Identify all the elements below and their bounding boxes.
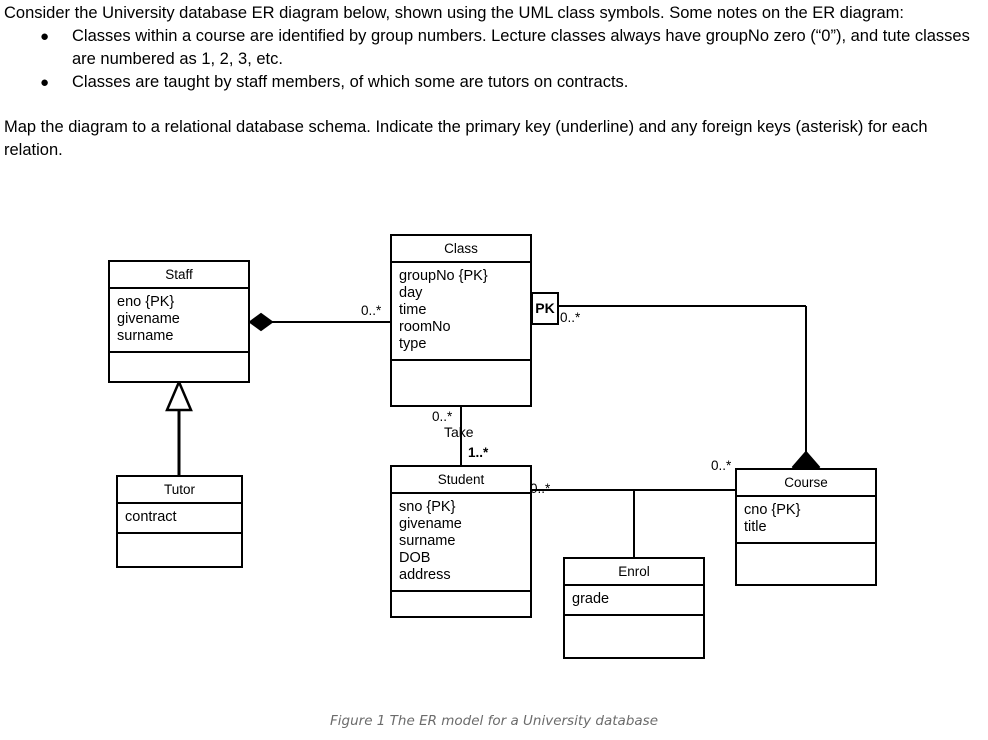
notes-bullet-list: ● Classes within a course are identified… xyxy=(4,25,984,94)
class-operations-class xyxy=(392,361,530,405)
uml-class-course[interactable]: Course cno {PK} title xyxy=(735,468,877,586)
class-title-course: Course xyxy=(737,470,875,497)
attribute-row: day xyxy=(399,285,423,301)
uml-class-class[interactable]: Class groupNo {PK} day time roomNo type xyxy=(390,234,532,407)
bullet-dot-icon: ● xyxy=(40,28,50,45)
attribute-row: roomNo xyxy=(399,319,451,335)
list-item: ● Classes are taught by staff members, o… xyxy=(4,71,984,94)
bullet-dot-icon: ● xyxy=(40,74,50,91)
attribute-row: sno {PK} xyxy=(399,499,456,515)
multiplicity-class-course: 0..* xyxy=(560,310,581,325)
uml-class-tutor[interactable]: Tutor contract xyxy=(116,475,243,568)
class-title-staff: Staff xyxy=(110,262,248,289)
generalization-triangle-icon xyxy=(165,378,193,412)
uml-class-staff[interactable]: Staff eno {PK} givename surname xyxy=(108,260,250,383)
attribute-row: cno {PK} xyxy=(744,502,801,518)
class-attributes-enrol: grade xyxy=(565,586,703,616)
class-attributes-course: cno {PK} title xyxy=(737,497,875,544)
class-title-student: Student xyxy=(392,467,530,494)
uml-class-enrol[interactable]: Enrol grade xyxy=(563,557,705,659)
multiplicity-course-student: 0..* xyxy=(711,458,732,473)
uml-class-student[interactable]: Student sno {PK} givename surname DOB ad… xyxy=(390,465,532,618)
qualifier-box-pk[interactable]: PK xyxy=(531,292,559,325)
multiplicity-student-course: 0..* xyxy=(530,481,551,496)
attribute-row: eno {PK} xyxy=(117,294,175,310)
class-operations-student xyxy=(392,592,530,616)
attribute-row: title xyxy=(744,519,767,535)
class-title-class: Class xyxy=(392,236,530,263)
class-attributes-tutor: contract xyxy=(118,504,241,534)
multiplicity-student-take: 1..* xyxy=(468,445,489,460)
prompt-text-block: Consider the University database ER diag… xyxy=(4,2,984,162)
attribute-row: grade xyxy=(572,591,610,607)
multiplicity-class-take: 0..* xyxy=(432,409,453,424)
attribute-row: type xyxy=(399,336,427,352)
paragraph-spacer xyxy=(4,94,984,116)
er-uml-diagram: Staff eno {PK} givename surname Tutor co… xyxy=(0,214,988,684)
list-item-text: Classes are taught by staff members, of … xyxy=(72,73,629,91)
attribute-row: givename xyxy=(399,516,462,532)
class-title-enrol: Enrol xyxy=(565,559,703,586)
attribute-row: givename xyxy=(117,311,180,327)
attribute-row: contract xyxy=(125,509,177,525)
multiplicity-staff-class: 0..* xyxy=(361,303,382,318)
class-attributes-student: sno {PK} givename surname DOB address xyxy=(392,494,530,592)
figure-caption: Figure 1 The ER model for a University d… xyxy=(330,713,658,729)
attribute-row: surname xyxy=(117,328,174,344)
class-operations-enrol xyxy=(565,616,703,657)
attribute-row: address xyxy=(399,567,451,583)
attribute-row: groupNo {PK} xyxy=(399,268,488,284)
association-name-take: Take xyxy=(444,424,474,440)
attribute-row: surname xyxy=(399,533,456,549)
list-item: ● Classes within a course are identified… xyxy=(4,25,984,71)
class-operations-course xyxy=(737,544,875,584)
class-attributes-staff: eno {PK} givename surname xyxy=(110,289,248,353)
composition-diamond-staff-icon xyxy=(248,312,274,332)
class-operations-staff xyxy=(110,353,248,381)
class-title-tutor: Tutor xyxy=(118,477,241,504)
intro-paragraph: Consider the University database ER diag… xyxy=(4,4,904,22)
list-item-text: Classes within a course are identified b… xyxy=(72,27,970,68)
class-operations-tutor xyxy=(118,534,241,566)
class-attributes-class: groupNo {PK} day time roomNo type xyxy=(392,263,530,361)
attribute-row: DOB xyxy=(399,550,431,566)
task-paragraph: Map the diagram to a relational database… xyxy=(4,118,928,159)
attribute-row: time xyxy=(399,302,427,318)
